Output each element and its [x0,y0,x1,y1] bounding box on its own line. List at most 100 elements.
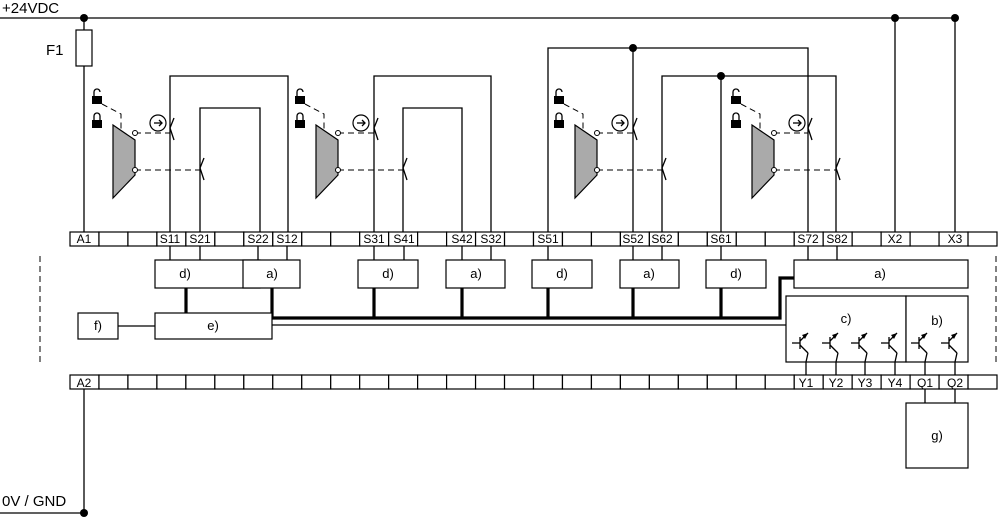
terminal-cell [590,231,622,247]
function-blocks [154,259,969,289]
solenoid-icon [620,119,625,127]
solenoid-icon [158,119,163,127]
terminal-cell [330,374,361,390]
actuation-line [304,103,325,130]
actuation-line [740,103,761,130]
locked-icon [93,112,101,120]
terminal-label: Y1 [799,376,814,390]
terminal-cell [909,231,940,247]
transistor-symbol [805,352,809,363]
loop-s11-s12 [169,75,289,232]
transistor-symbol [888,344,898,354]
block-a [793,259,969,289]
unlocked-icon [92,96,102,104]
switch-contact [373,117,379,141]
terminal-cell [677,374,708,390]
terminal-cell [735,374,766,390]
terminal-cell [359,374,390,390]
terminal-cell [648,374,679,390]
terminal-cell [590,374,622,390]
unlocked-icon [295,96,305,104]
terminal-strip-bottom [69,374,998,390]
block-g [905,402,969,469]
block-d [357,259,419,289]
terminal-label: Y2 [829,376,844,390]
junction-dot [717,72,725,80]
pivot [594,167,600,173]
locked-icon [554,120,564,128]
locked-icon [555,112,563,120]
terminal-label: S41 [393,232,415,246]
transistor-symbol [918,344,928,354]
terminal-label: S51 [537,232,559,246]
block-c-label: c) [841,311,852,326]
loop-s41-s42 [402,107,463,232]
terminal-label: S42 [451,232,473,246]
transistor-arrow [891,333,897,339]
terminal-cell [388,374,419,390]
terminal-label: S72 [797,232,819,246]
terminal-cell [764,374,795,390]
block-a [445,259,506,289]
terminal-cell [503,231,535,247]
terminal-cell [474,374,506,390]
block-d-label: d) [382,266,394,281]
terminal-cell [445,374,477,390]
pivot [335,167,341,173]
terminal-cell [127,231,158,247]
switch-contact [807,117,813,141]
loop-s62-s82 [661,75,837,232]
solenoid-icon [361,119,366,127]
terminal-label: S62 [651,232,673,246]
terminal-strip-top [69,231,998,247]
logic-bus [272,276,794,320]
internal-links [169,246,956,375]
terminal-cell [967,374,998,390]
interlock-actuator [574,123,598,200]
terminal-cell [417,231,448,247]
terminal-cell [214,374,245,390]
block-d [531,259,593,289]
terminal-cell [301,231,332,247]
solenoid-icon [797,119,802,127]
block-b-label: b) [931,313,943,328]
transistor-symbol [829,344,839,354]
terminal-label: S22 [247,232,269,246]
transistor-arrow [861,333,867,339]
terminal-cell [706,374,737,390]
terminal-cell [98,374,129,390]
block-g-label: g) [931,428,943,443]
junction-dot [629,44,637,52]
switch-contact [661,157,667,181]
terminal-cell [967,231,998,247]
terminal-cell [619,374,650,390]
block-c [785,295,907,363]
locked-icon [732,112,740,120]
supply-ground-label: 0V / GND [2,493,66,510]
terminal-cell [735,231,766,247]
transistor-arrow [921,333,927,339]
loop-s31-s32 [373,75,492,232]
terminal-cell [156,374,187,390]
unlocked-icon [731,96,741,104]
terminal-label: S52 [622,232,644,246]
terminal-label: S61 [710,232,732,246]
unlocked-icon [296,88,304,96]
block-e-label: e) [207,318,219,333]
block-a-label: a) [470,266,482,281]
transistor-arrow [832,333,838,339]
transistor-symbol [894,352,898,363]
terminal-label: S82 [826,232,848,246]
terminal-label: X2 [888,232,903,246]
interlock-actuator [315,123,339,200]
terminal-cell [851,231,882,247]
loop-s51-s72 [547,47,809,232]
pivot [594,130,600,136]
fuse-f1 [75,29,93,67]
unlocked-icon [554,96,564,104]
actuation-line [101,103,122,130]
transistor-symbol [924,352,928,363]
switch-contact [835,157,841,181]
transistor-symbol [835,352,839,363]
